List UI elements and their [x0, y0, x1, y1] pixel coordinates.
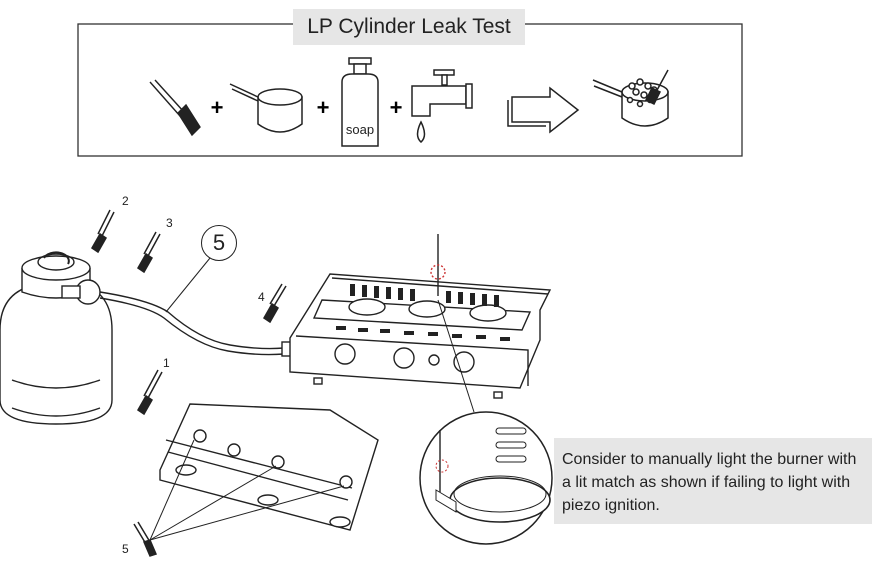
stove-underside: [159, 403, 379, 531]
ignition-note: Consider to manually light the burner wi…: [554, 438, 872, 524]
camping-stove: [289, 234, 552, 399]
brush-marker-2: [91, 209, 115, 254]
hose-leader-line: [165, 257, 211, 313]
callout-4: 4: [258, 290, 265, 304]
plus-sign-2: +: [317, 95, 330, 120]
callout-5: 5: [122, 542, 129, 556]
faucet-icon: [411, 69, 473, 143]
callout-2: 2: [122, 194, 129, 208]
stove-vent-slots: [336, 284, 510, 341]
brush-marker-5: [133, 521, 158, 557]
saucepan-icon: [229, 83, 303, 133]
burner-magnifier: [419, 411, 553, 545]
soapy-pan-icon: [592, 69, 669, 127]
brush-marker-1: [137, 369, 163, 416]
gas-hose: [99, 291, 293, 357]
plus-sign-1: +: [211, 95, 224, 120]
callout-3: 3: [166, 216, 173, 230]
plus-sign-3: +: [390, 95, 403, 120]
soap-label: soap: [346, 122, 374, 137]
callout-hose-number: 5: [201, 225, 237, 261]
page-title: LP Cylinder Leak Test: [293, 9, 525, 45]
right-arrow-icon: [507, 86, 580, 134]
soap-bottle-icon: soap: [341, 57, 379, 147]
brush-marker-4: [263, 283, 287, 324]
brush-icon: [149, 79, 201, 137]
lp-cylinder: [0, 251, 113, 425]
callout-1: 1: [163, 356, 170, 370]
magnifier-leader-line: [437, 299, 475, 413]
brush-marker-3: [137, 231, 161, 274]
underside-leader-lines: [149, 439, 345, 541]
